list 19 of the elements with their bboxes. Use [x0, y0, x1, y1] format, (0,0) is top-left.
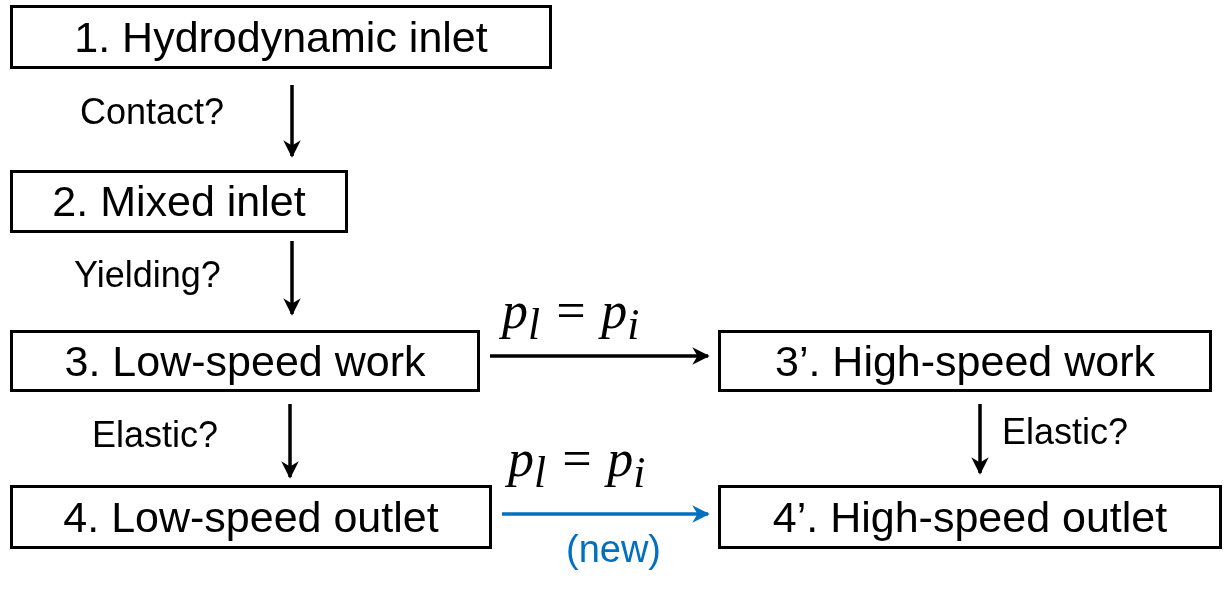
process-box [10, 485, 492, 549]
box-label: 3’. High-speed work [775, 336, 1155, 386]
arrow [971, 404, 989, 475]
box-label: 1. Hydrodynamic inlet [74, 12, 488, 62]
arrow [283, 241, 301, 316]
note-label: (new) [566, 528, 662, 571]
process-box [718, 485, 1222, 549]
process-box [10, 330, 480, 392]
arrow [502, 505, 710, 523]
box-label: 3. Low-speed work [64, 336, 426, 386]
box-label: 4’. High-speed outlet [772, 492, 1168, 542]
process-box [718, 330, 1212, 392]
arrow [283, 85, 301, 158]
box-label: 4. Low-speed outlet [63, 492, 439, 542]
box-label: 2. Mixed inlet [52, 177, 306, 226]
process-box [10, 170, 348, 233]
arrow [281, 404, 299, 479]
arrow [490, 347, 710, 365]
process-box [10, 5, 552, 69]
